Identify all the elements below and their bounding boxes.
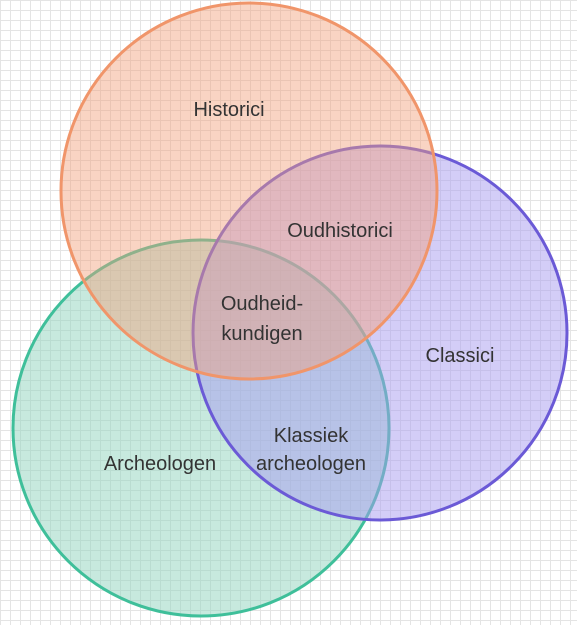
label-oudhistorici: Oudhistorici [287,220,393,242]
circle-classici [191,144,569,522]
label-klassiek-line2: archeologen [256,453,366,475]
label-oudheidkundigen-line2: kundigen [221,323,302,345]
label-historici: Historici [193,99,264,121]
label-oudheidkundigen-line1: Oudheid- [221,293,303,315]
label-archeologen: Archeologen [104,453,216,475]
circle-historici [59,1,439,381]
label-classici: Classici [426,345,495,367]
label-klassiek-line1: Klassiek [274,425,349,447]
